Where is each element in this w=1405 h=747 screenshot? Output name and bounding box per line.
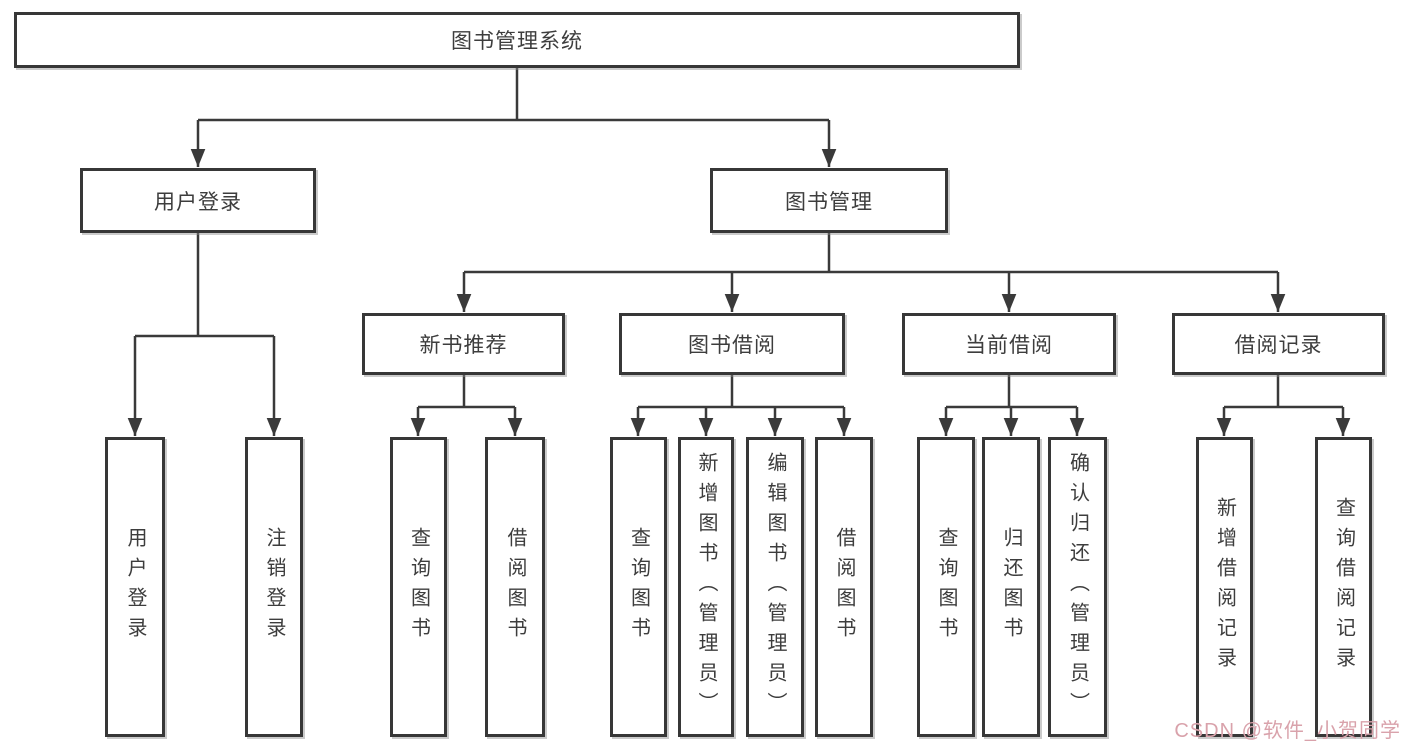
leaf-query-book-borrow: 查询图书 <box>610 437 667 737</box>
leaf-edit-book-admin: 编辑图书（管理员） <box>746 437 804 737</box>
leaf-add-book-admin: 新增图书（管理员） <box>678 437 734 737</box>
leaf-borrow-book-recommend: 借阅图书 <box>485 437 545 737</box>
node-current-borrow: 当前借阅 <box>902 313 1116 375</box>
node-label: 图书管理系统 <box>451 30 583 53</box>
node-label: 查询图书 <box>407 527 430 647</box>
leaf-add-borrow-record: 新增借阅记录 <box>1196 437 1253 737</box>
leaf-query-book-recommend: 查询图书 <box>390 437 447 737</box>
node-new-book-recommend: 新书推荐 <box>362 313 565 375</box>
node-label: 当前借阅 <box>965 334 1053 357</box>
leaf-borrow-book: 借阅图书 <box>815 437 873 737</box>
node-label: 新增借阅记录 <box>1213 497 1236 677</box>
node-label: 查询图书 <box>935 527 957 647</box>
node-label: 借阅图书 <box>833 527 855 647</box>
node-label: 注销登录 <box>263 527 285 647</box>
node-label: 编辑图书（管理员） <box>764 452 786 722</box>
node-label: 借阅记录 <box>1234 334 1323 357</box>
node-label: 新书推荐 <box>419 334 508 357</box>
leaf-query-book-current: 查询图书 <box>917 437 975 737</box>
leaf-query-borrow-record: 查询借阅记录 <box>1315 437 1372 737</box>
node-label: 用户登录 <box>154 190 242 214</box>
node-label: 确认归还（管理员） <box>1066 452 1089 722</box>
leaf-logout: 注销登录 <box>245 437 303 737</box>
csdn-watermark: CSDN @软件_小贺同学 <box>1174 720 1401 742</box>
leaf-return-book: 归还图书 <box>982 437 1040 737</box>
leaf-confirm-return-admin: 确认归还（管理员） <box>1048 437 1107 737</box>
node-label: 新增图书（管理员） <box>695 452 717 722</box>
node-label: 图书管理 <box>785 190 873 214</box>
node-label: 图书借阅 <box>688 334 776 357</box>
node-label: 借阅图书 <box>504 527 526 647</box>
leaf-user-login: 用户登录 <box>105 437 165 737</box>
node-borrow-record: 借阅记录 <box>1172 313 1385 375</box>
node-label: 用户登录 <box>124 527 146 647</box>
node-label: 查询图书 <box>627 527 650 647</box>
node-label: 查询借阅记录 <box>1332 497 1355 677</box>
node-book-borrow: 图书借阅 <box>619 313 845 375</box>
node-user-login-branch: 用户登录 <box>80 168 316 233</box>
node-label: 归还图书 <box>1000 527 1022 647</box>
node-book-management-branch: 图书管理 <box>710 168 948 233</box>
node-library-system: 图书管理系统 <box>14 12 1020 68</box>
